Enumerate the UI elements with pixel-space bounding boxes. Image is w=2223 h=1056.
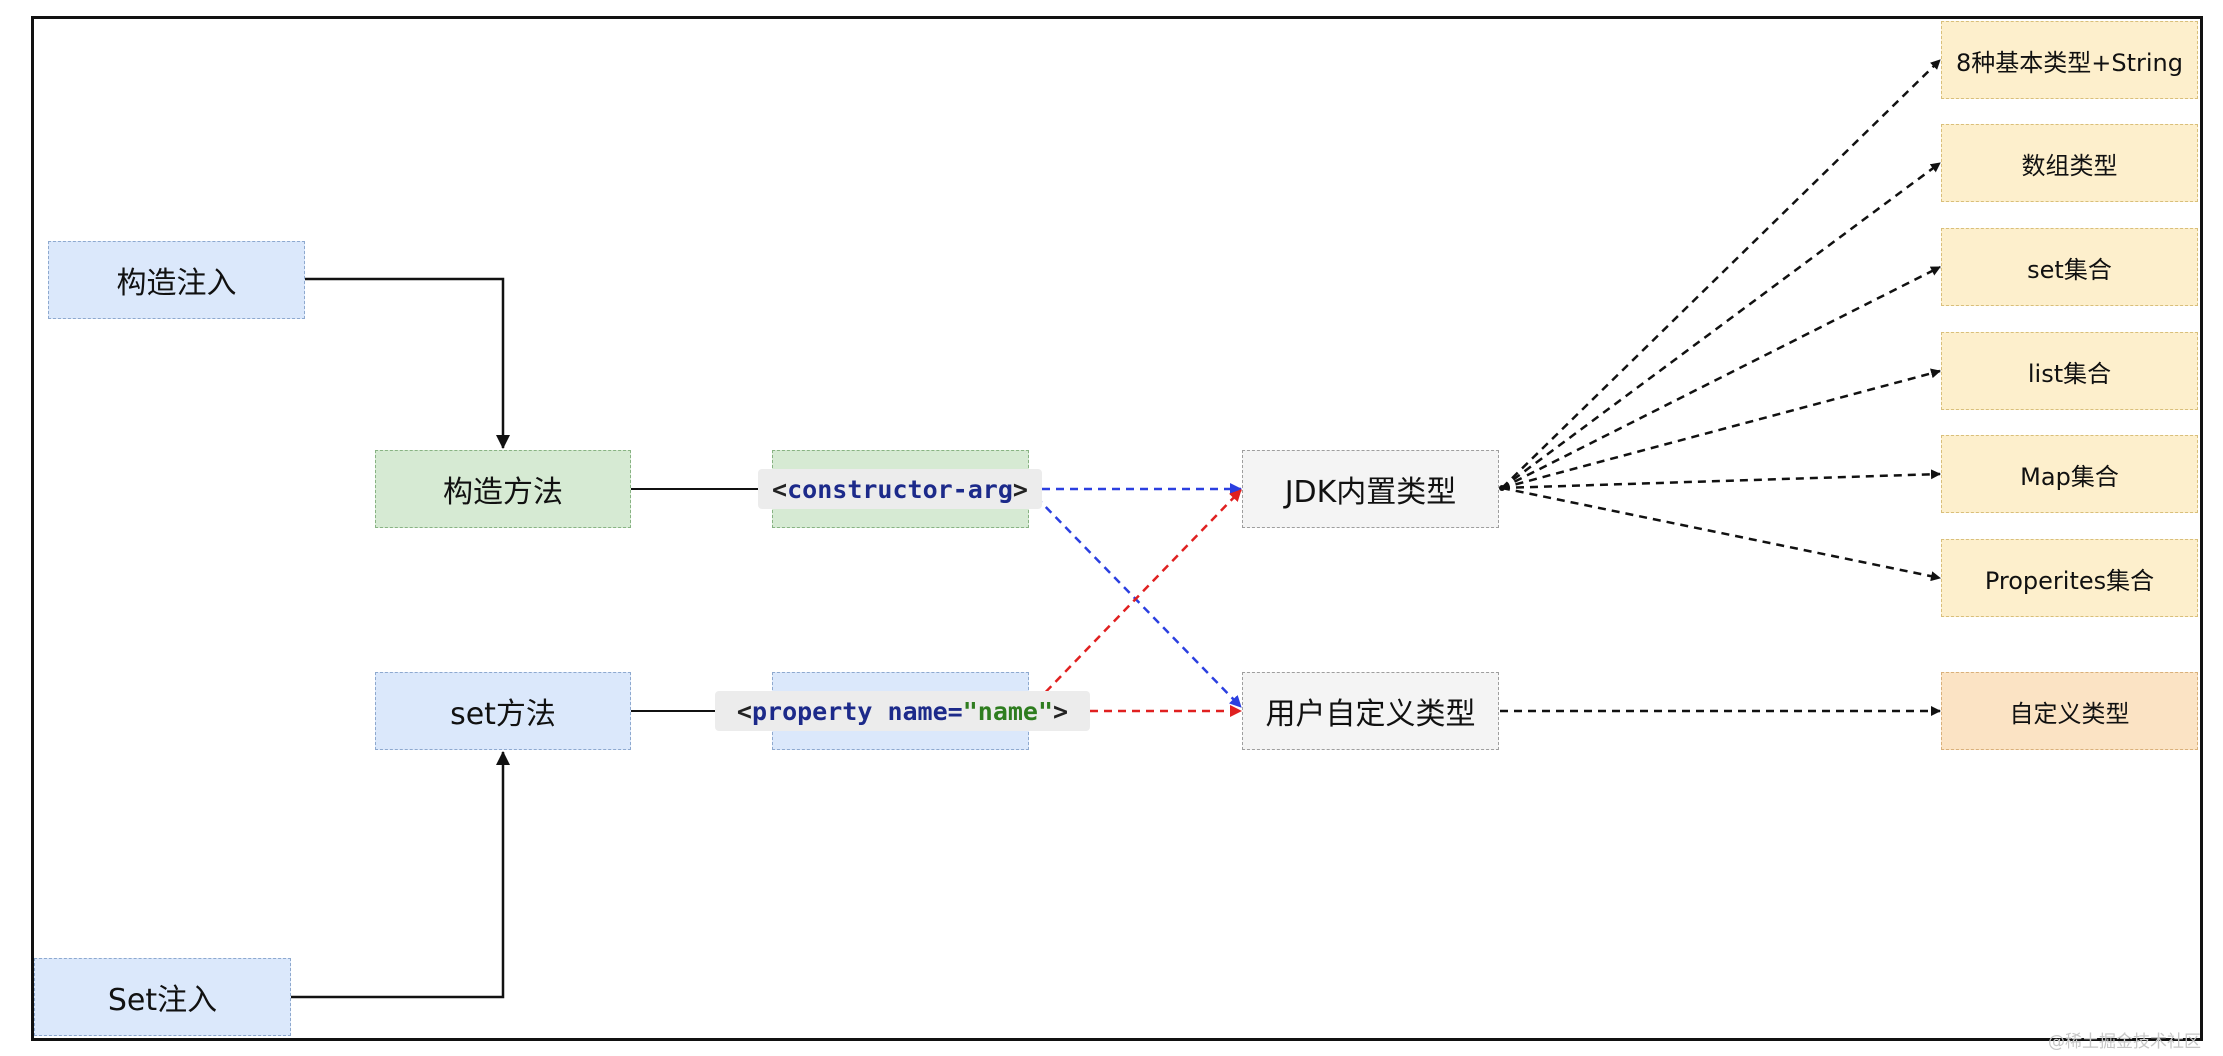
- node-set-method-label: set方法: [450, 697, 556, 732]
- edge-jdk-to-type-4: [1501, 368, 1941, 490]
- code-property-tag: property: [751, 696, 873, 726]
- edge-property-to-jdk: [1035, 489, 1242, 703]
- node-constructor-injection: 构造注入: [48, 241, 305, 319]
- node-type-custom-label: 自定义类型: [2009, 699, 2130, 728]
- node-type-custom: 自定义类型: [1941, 672, 2198, 750]
- node-type-primitive-string: 8种基本类型+String: [1941, 21, 2198, 99]
- node-type-label: Properites集合: [1984, 566, 2155, 595]
- node-type-set: set集合: [1941, 228, 2198, 306]
- node-constructor-injection-label: 构造注入: [116, 266, 237, 301]
- node-set-method: set方法: [375, 672, 631, 750]
- edge-jdk-to-type-3: [1501, 265, 1941, 490]
- node-user-defined-label: 用户自定义类型: [1265, 697, 1476, 732]
- edge-jdk-to-type-1: [1501, 59, 1941, 489]
- node-type-properties: Properites集合: [1941, 539, 2198, 617]
- code-constructor-arg: <constructor-arg>: [758, 469, 1042, 509]
- code-constructor-arg-tag: constructor-arg: [787, 474, 1013, 504]
- node-set-injection-label: Set注入: [107, 983, 218, 1018]
- edge-jdk-to-type-2: [1501, 161, 1941, 490]
- node-user-defined: 用户自定义类型: [1242, 672, 1499, 750]
- code-property-value: "name": [962, 696, 1054, 726]
- node-constructor-method: 构造方法: [375, 450, 631, 528]
- code-constructor-arg-close: >: [1012, 474, 1028, 504]
- code-property-close: >: [1053, 696, 1069, 726]
- node-type-label: set集合: [2027, 255, 2112, 284]
- diagram-frame: [31, 16, 2203, 1041]
- code-property-open: <: [736, 696, 752, 726]
- edge-jdk-to-type-6: [1501, 486, 1941, 582]
- edge-constructor-injection-to-method: [305, 277, 510, 449]
- code-property: <property name="name">: [715, 691, 1090, 731]
- node-type-list: list集合: [1941, 332, 2198, 410]
- node-type-label: 8种基本类型+String: [1955, 48, 2183, 77]
- node-constructor-method-label: 构造方法: [443, 475, 563, 510]
- node-type-label: Map集合: [2020, 462, 2119, 491]
- edge-jdk-to-type-5: [1501, 469, 1941, 490]
- watermark: @稀土掘金技术社区: [2048, 1032, 2201, 1052]
- edge-set-injection-to-method: [291, 751, 510, 999]
- node-jdk-builtin-label: JDK内置类型: [1284, 475, 1457, 510]
- node-type-map: Map集合: [1941, 435, 2198, 513]
- node-type-label: 数组类型: [2021, 151, 2118, 180]
- edge-constructor-arg-to-user: [1035, 496, 1242, 708]
- node-set-injection: Set注入: [34, 958, 291, 1036]
- node-type-array: 数组类型: [1941, 124, 2198, 202]
- node-jdk-builtin: JDK内置类型: [1242, 450, 1499, 528]
- node-type-label: list集合: [2027, 359, 2112, 388]
- code-property-attr: name=: [887, 696, 963, 726]
- code-constructor-arg-open: <: [772, 474, 788, 504]
